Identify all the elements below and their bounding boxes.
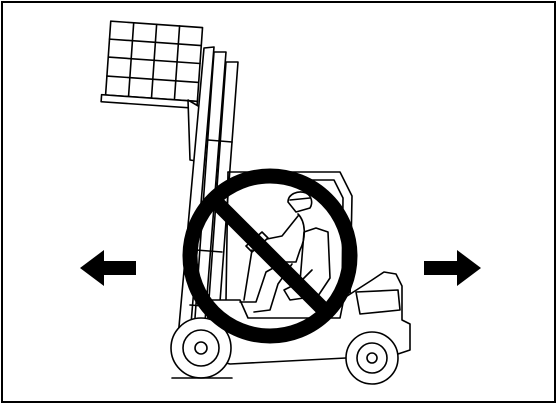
pallet-load [101,21,202,108]
rear-wheel [346,332,398,384]
